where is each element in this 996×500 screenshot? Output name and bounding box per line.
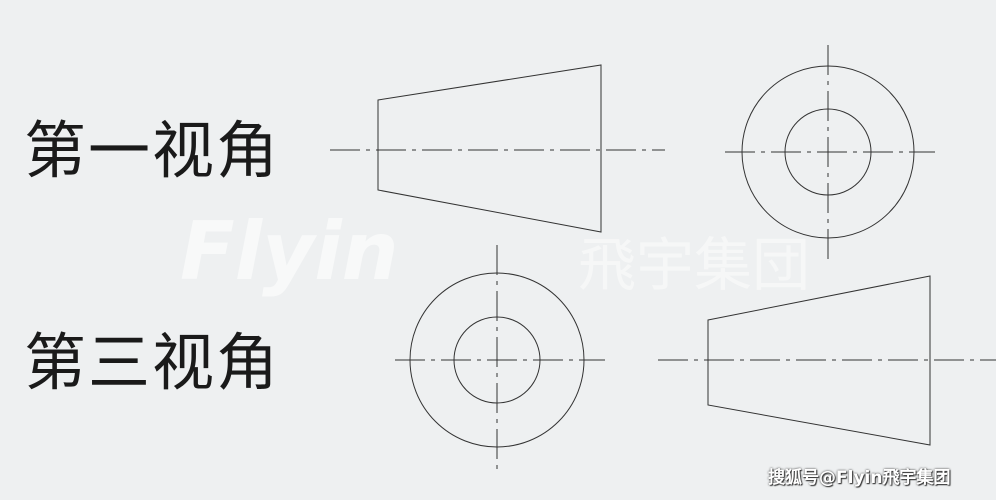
first-angle-front-view [330,64,665,233]
watermark-logo: Flyin [180,205,399,298]
first-angle-label: 第一视角 [24,114,281,187]
truncated-cone-side-view [377,64,602,233]
truncated-cone-side-view [707,275,931,446]
third-angle-end-view [395,245,605,475]
source-watermark: 搜狐号@Flyin飛宇集团 [768,468,951,488]
first-angle-end-view [725,45,935,260]
watermark-company: 飛宇集団 [578,231,811,299]
third-angle-label: 第三视角 [24,326,281,399]
third-angle-front-view [658,275,996,446]
